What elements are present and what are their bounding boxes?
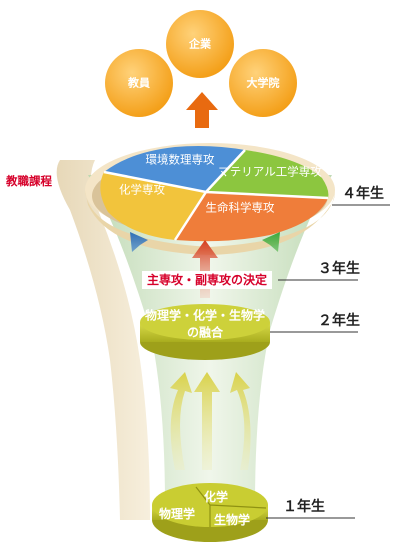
fusion-label: 物理学・化学・生物学 の融合 <box>145 308 265 343</box>
pie-label-kankyo: 環境数理専攻 <box>145 152 215 167</box>
pie-front-rim <box>85 190 335 255</box>
fusion-line2: の融合 <box>186 326 224 340</box>
yellow-arrow-left <box>170 372 192 470</box>
career-circle-center <box>166 10 234 78</box>
year2-disc-top <box>140 304 270 340</box>
pie-sector-blue <box>104 146 245 192</box>
year4-label: ４年生 <box>342 186 384 202</box>
pie-sector-orange <box>175 192 328 242</box>
pie-label-seimei: 生命科学専攻 <box>205 200 275 215</box>
pie-label-material: マテリアル工学専攻 <box>218 164 322 179</box>
pie-separators <box>103 149 329 241</box>
career-company-label: 企業 <box>189 37 211 51</box>
fusion-line1: 物理学・化学・生物学 <box>144 308 266 323</box>
teacher-course-label: 教職課程 <box>6 174 52 188</box>
career-teacher-label: 教員 <box>128 76 150 90</box>
career-gradschool-label: 大学院 <box>246 76 280 90</box>
pie-label-kagaku: 化学専攻 <box>119 182 165 197</box>
yellow-arrow-right <box>230 372 251 470</box>
base-label-butsuri: 物理学 <box>158 507 196 521</box>
teacher-course-band <box>56 160 150 520</box>
year2-label: ２年生 <box>318 313 360 329</box>
year3-label: ３年生 <box>318 261 360 277</box>
pie-sector-yellow <box>100 172 206 240</box>
base-label-seibutsu: 生物学 <box>213 513 251 527</box>
blue-arrow <box>130 232 160 290</box>
pie-sector-green <box>206 150 329 198</box>
career-circle-left <box>105 49 173 117</box>
year1-disc-separators <box>195 486 267 527</box>
career-circle-right <box>229 49 297 117</box>
yellow-arrow-center <box>194 372 220 470</box>
green-arrow <box>250 232 280 290</box>
year1-label: １年生 <box>283 499 325 515</box>
base-label-kagaku: 化学 <box>203 490 229 504</box>
major-decision-label: 主専攻・副専攻の決定 <box>141 271 273 289</box>
career-up-arrow <box>186 92 218 128</box>
red-arrow <box>192 240 218 298</box>
